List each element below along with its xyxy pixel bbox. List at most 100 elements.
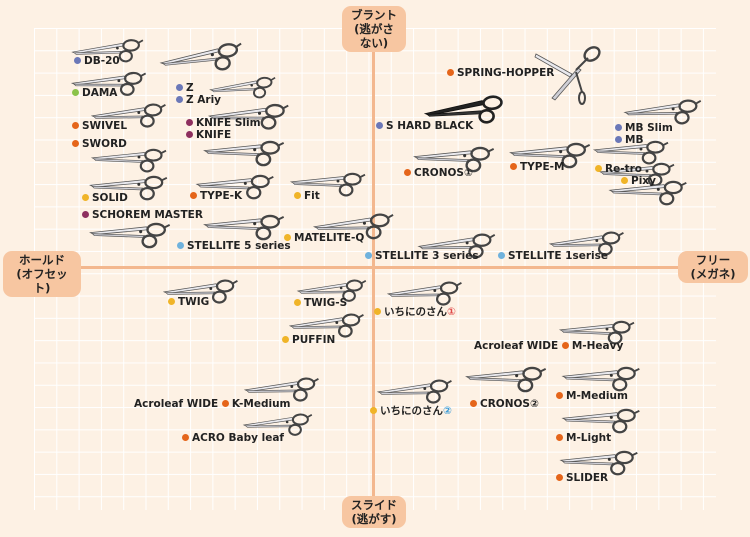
- product-label-spring-hopper[interactable]: SPRING-HOPPER: [447, 67, 554, 79]
- category-dot: [595, 165, 602, 172]
- product-name: Z Ariy: [186, 94, 222, 106]
- category-dot: [177, 242, 184, 249]
- product-prefix: Acroleaf WIDE: [474, 340, 562, 352]
- axis-label-bottom: スライド (逃がす): [342, 496, 406, 528]
- product-label-m-medium[interactable]: M-Medium: [556, 390, 628, 402]
- category-dot: [284, 234, 291, 241]
- product-label-mb[interactable]: MB: [615, 134, 643, 146]
- category-dot: [176, 96, 183, 103]
- category-dot: [82, 194, 89, 201]
- category-dot: [168, 298, 175, 305]
- product-suffix: ②: [443, 405, 452, 417]
- product-name: S HARD BLACK: [386, 120, 474, 132]
- axis-label-right-line1: フリー: [695, 253, 731, 267]
- product-name: TWIG-S: [304, 297, 348, 309]
- product-label-mb-slim[interactable]: MB Slim: [615, 122, 673, 134]
- product-label-type-k[interactable]: TYPE-K: [190, 190, 242, 202]
- product-label-knife-slim[interactable]: KNIFE Slim: [186, 117, 261, 129]
- product-name: MB: [625, 134, 644, 146]
- axis-label-left-line1: ホールド: [19, 253, 65, 267]
- category-dot: [82, 211, 89, 218]
- product-label-dama[interactable]: DAMA: [72, 87, 117, 99]
- scissor-knife-icon: [200, 140, 290, 169]
- category-dot: [370, 407, 377, 414]
- product-label-m-light[interactable]: M-Light: [556, 432, 611, 444]
- product-suffix: ①: [464, 167, 473, 179]
- category-dot: [221, 400, 229, 407]
- product-label-ichinoan-2[interactable]: いちにのさん②: [370, 405, 452, 417]
- product-label-acro-baby-leaf[interactable]: ACRO Baby leaf: [182, 432, 284, 444]
- vertical-axis: [372, 28, 375, 510]
- product-label-solid[interactable]: SOLID: [82, 192, 128, 204]
- axis-label-bottom-line2: (逃がす): [351, 512, 397, 526]
- product-label-ichinoan-1[interactable]: いちにのさん①: [374, 306, 456, 318]
- category-dot: [182, 434, 189, 441]
- category-dot: [176, 84, 183, 91]
- category-dot: [621, 177, 628, 184]
- category-dot: [294, 192, 301, 199]
- category-dot: [294, 299, 301, 306]
- product-name: MB Slim: [625, 122, 673, 134]
- product-prefix: Acroleaf WIDE: [134, 398, 222, 410]
- product-label-re-tro[interactable]: Re-tro: [595, 163, 642, 175]
- product-name: TWIG: [178, 296, 210, 308]
- product-name: M-Medium: [566, 390, 628, 402]
- product-label-stellite-5[interactable]: STELLITE 5 series: [177, 240, 291, 252]
- product-name: Fit: [304, 190, 320, 202]
- product-label-matelite-q[interactable]: MATELITE-Q: [284, 232, 364, 244]
- product-label-twig[interactable]: TWIG: [168, 296, 209, 308]
- product-name: CRONOS: [480, 398, 530, 410]
- product-label-swivel[interactable]: SWIVEL: [72, 120, 127, 132]
- category-dot: [186, 119, 193, 126]
- product-label-slider[interactable]: SLIDER: [556, 472, 608, 484]
- product-name: STELLITE 5 series: [187, 240, 291, 252]
- product-name: SWORD: [82, 138, 127, 150]
- product-label-z[interactable]: Z: [176, 82, 194, 94]
- product-label-cronos-1[interactable]: CRONOS①: [404, 167, 473, 179]
- axis-label-top: ブラント (逃がさない): [342, 6, 406, 52]
- category-dot: [72, 89, 79, 96]
- category-dot: [282, 336, 289, 343]
- product-label-twig-s[interactable]: TWIG-S: [294, 297, 347, 309]
- axis-label-top-line2: (逃がさない): [354, 22, 394, 50]
- scissor-ichinoan-2-icon: [374, 378, 458, 407]
- product-label-pixy[interactable]: Pixy: [621, 175, 656, 187]
- scissor-stellite-5-icon: [200, 214, 290, 243]
- product-name: Pixy: [631, 175, 656, 187]
- product-name: TYPE-K: [200, 190, 243, 202]
- product-name: TYPE-M: [520, 161, 565, 173]
- category-dot: [186, 131, 193, 138]
- category-dot: [374, 308, 381, 315]
- product-label-z-ariy[interactable]: Z Ariy: [176, 94, 221, 106]
- product-label-db-20[interactable]: DB-20: [74, 55, 120, 67]
- axis-label-left-line2: (オフセット): [16, 267, 68, 295]
- product-label-acroleaf-k-medium[interactable]: Acroleaf WIDE K-Medium: [134, 398, 291, 410]
- category-dot: [561, 342, 569, 349]
- product-label-acroleaf-m-heavy[interactable]: Acroleaf WIDE M-Heavy: [474, 340, 623, 352]
- axis-label-right: フリー (メガネ): [678, 251, 748, 283]
- category-dot: [470, 400, 477, 407]
- product-name: DAMA: [82, 87, 118, 99]
- product-label-knife[interactable]: KNIFE: [186, 129, 231, 141]
- product-name: DB-20: [84, 55, 120, 67]
- product-label-s-hard-black[interactable]: S HARD BLACK: [376, 120, 473, 132]
- product-label-stellite-1[interactable]: STELLITE 1serise: [498, 250, 608, 262]
- product-label-schorem-master[interactable]: SCHOREM MASTER: [82, 209, 203, 221]
- category-dot: [404, 169, 411, 176]
- product-label-sword[interactable]: SWORD: [72, 138, 127, 150]
- product-label-puffin[interactable]: PUFFIN: [282, 334, 335, 346]
- product-label-type-m[interactable]: TYPE-M: [510, 161, 564, 173]
- product-label-stellite-3[interactable]: STELLITE 3 series: [365, 250, 479, 262]
- product-name: STELLITE 3 series: [375, 250, 479, 262]
- scissor-ichinoan-1-icon: [384, 280, 468, 309]
- product-name: PUFFIN: [292, 334, 336, 346]
- product-label-fit[interactable]: Fit: [294, 190, 320, 202]
- product-name: KNIFE Slim: [196, 117, 261, 129]
- product-name: ACRO Baby leaf: [192, 432, 284, 444]
- product-name: Z: [186, 82, 194, 94]
- category-dot: [447, 69, 454, 76]
- product-name: CRONOS: [414, 167, 464, 179]
- product-label-cronos-2[interactable]: CRONOS②: [470, 398, 539, 410]
- horizontal-axis: [34, 266, 716, 269]
